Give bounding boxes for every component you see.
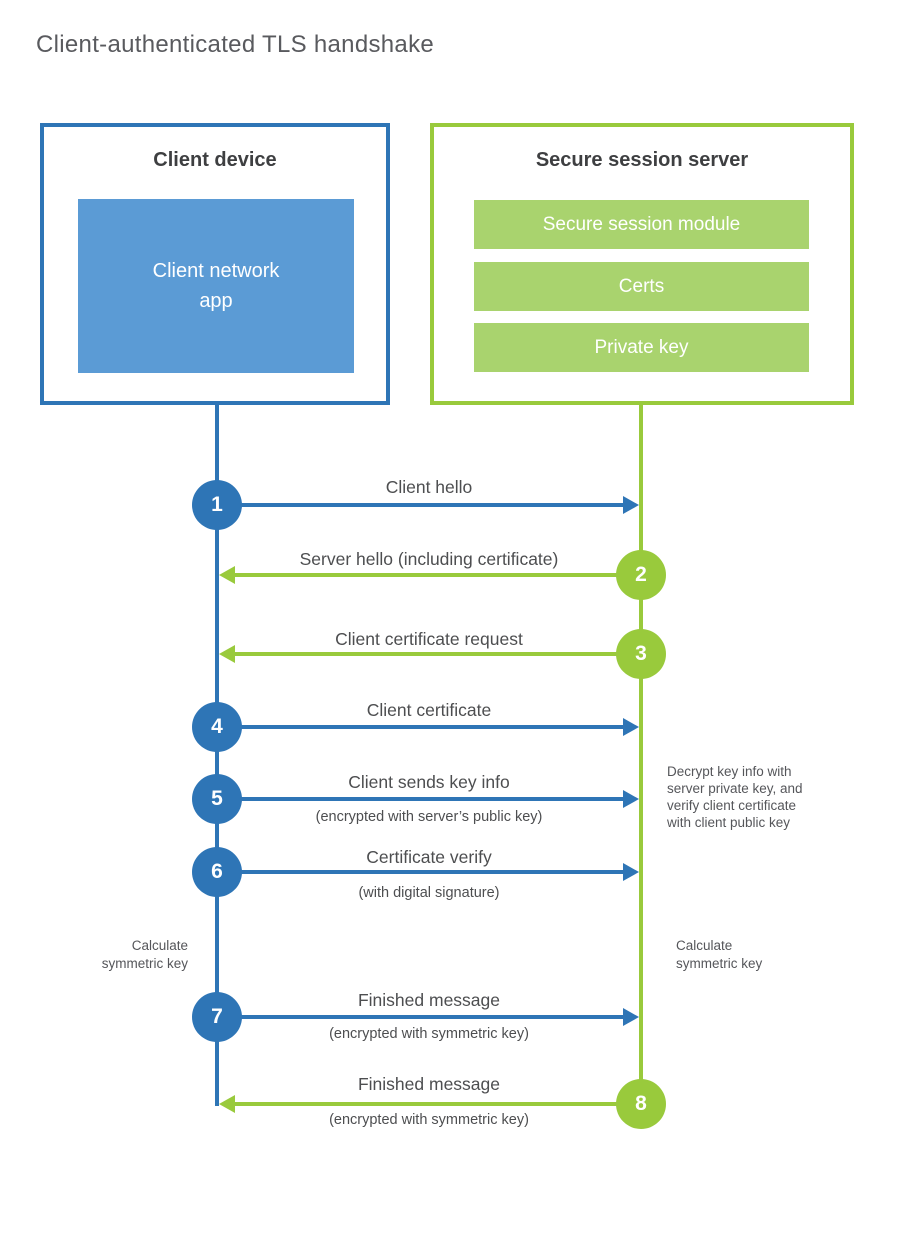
message-label-8: Finished message — [357, 1074, 501, 1094]
step-2-badge: 2 — [616, 550, 666, 600]
client-network-app-box: Client network app — [78, 199, 354, 373]
arrow-step-4 — [217, 718, 639, 736]
step-4-badge: 4 — [192, 702, 242, 752]
step-5-badge: 5 — [192, 774, 242, 824]
message-label-4: Client certificate — [366, 700, 492, 720]
server-decrypt-note: Decrypt key info with server private key… — [667, 764, 803, 830]
page-title: Client-authenticated TLS handshake — [36, 31, 435, 58]
message-label-2: Server hello (including certificate) — [299, 549, 559, 569]
secure-session-server-title: Secure session server — [535, 149, 749, 171]
arrowhead-right-icon — [623, 1008, 639, 1026]
arrow-step-3 — [219, 645, 641, 663]
arrowhead-right-icon — [623, 718, 639, 736]
client-lifeline — [215, 403, 219, 1106]
server-calculate-note: Calculate symmetric key — [676, 938, 763, 971]
message-sublabel-6: (with digital signature) — [358, 885, 500, 901]
message-label-1: Client hello — [385, 477, 473, 497]
message-label-7: Finished message — [357, 990, 501, 1010]
step-6-badge: 6 — [192, 847, 242, 897]
arrow-step-5 — [217, 790, 639, 808]
arrowhead-right-icon — [623, 863, 639, 881]
server-module-private-key: Private key — [474, 323, 809, 372]
step-1-badge: 1 — [192, 480, 242, 530]
arrowhead-left-icon — [219, 566, 235, 584]
step-7-badge: 7 — [192, 992, 242, 1042]
arrowhead-right-icon — [623, 496, 639, 514]
client-calculate-note: Calculate symmetric key — [101, 938, 188, 971]
secure-session-server-box: Secure session server Secure session mod… — [430, 123, 854, 405]
arrow-step-1 — [217, 496, 639, 514]
client-device-title: Client device — [153, 149, 277, 171]
message-label-5: Client sends key info — [348, 772, 510, 792]
arrowhead-left-icon — [219, 645, 235, 663]
message-sublabel-5: (encrypted with server’s public key) — [315, 809, 543, 825]
arrow-step-6 — [217, 863, 639, 881]
arrow-step-7 — [217, 1008, 639, 1026]
step-8-badge: 8 — [616, 1079, 666, 1129]
message-sublabel-8: (encrypted with symmetric key) — [329, 1112, 529, 1128]
server-lifeline — [639, 403, 643, 1104]
arrow-step-8 — [219, 1095, 641, 1113]
arrow-step-2 — [219, 566, 641, 584]
arrowhead-left-icon — [219, 1095, 235, 1113]
server-module-secure-session: Secure session module — [474, 200, 809, 249]
message-label-3: Client certificate request — [335, 629, 523, 649]
server-module-certs: Certs — [474, 262, 809, 311]
arrowhead-right-icon — [623, 790, 639, 808]
step-3-badge: 3 — [616, 629, 666, 679]
message-label-6: Certificate verify — [366, 847, 492, 867]
message-sublabel-7: (encrypted with symmetric key) — [329, 1026, 529, 1042]
client-device-box: Client device Client network app — [40, 123, 390, 405]
